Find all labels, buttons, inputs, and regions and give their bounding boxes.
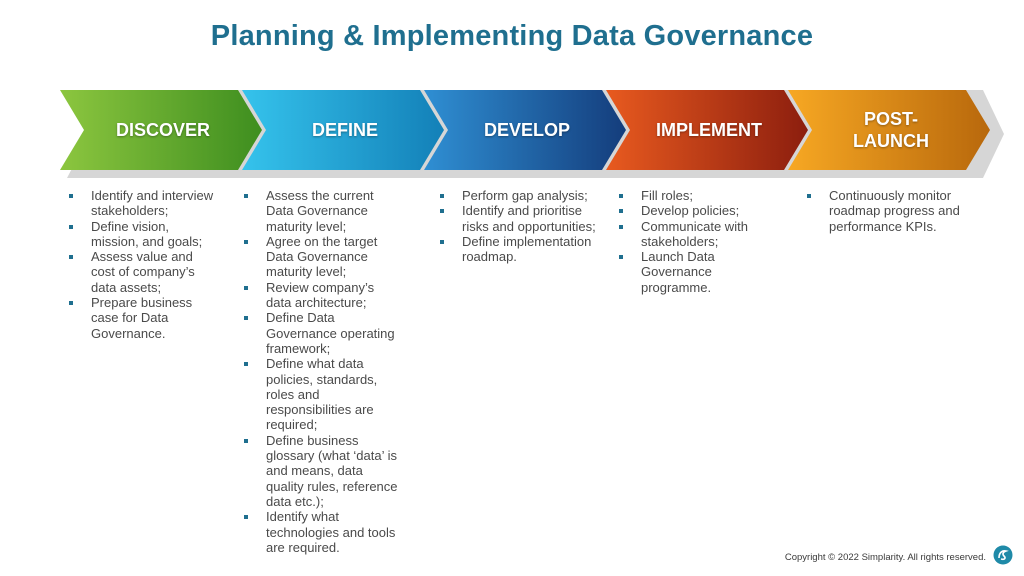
list-item: Communicate with stakeholders; xyxy=(616,219,778,250)
list-item: Perform gap analysis; xyxy=(437,188,601,203)
list-item: Continuously monitor roadmap progress an… xyxy=(804,188,974,234)
stage-label-post-launch: POST-LAUNCH xyxy=(812,90,970,170)
list-item: Identify what technologies and tools are… xyxy=(241,509,403,555)
chevron-define xyxy=(242,90,444,170)
list-item: Define vision, mission, and goals; xyxy=(66,219,216,250)
stage-label-define: DEFINE xyxy=(311,120,378,140)
list-item: Review company’s data architecture; xyxy=(241,280,403,311)
post-launch-text: POST-LAUNCH xyxy=(853,109,929,151)
list-item: Identify and interview stakeholders; xyxy=(66,188,216,219)
chevron-develop xyxy=(424,90,626,170)
discover-list: Identify and interview stakeholders;Defi… xyxy=(66,188,216,341)
define-list: Assess the current Data Governance matur… xyxy=(241,188,403,555)
list-item: Assess value and cost of company’s data … xyxy=(66,249,216,295)
list-item: Assess the current Data Governance matur… xyxy=(241,188,403,234)
stage-label-discover: DISCOVER xyxy=(115,120,211,140)
chevron-shapes xyxy=(60,90,1004,178)
list-item: Agree on the target Data Governance matu… xyxy=(241,234,403,280)
list-item: Launch Data Governance programme. xyxy=(616,249,778,295)
copyright-text: Copyright © 2022 Simplarity. All rights … xyxy=(784,552,986,563)
process-chevrons xyxy=(0,82,1024,180)
list-item: Define business glossary (what ‘data’ is… xyxy=(241,433,403,509)
chevron-discover xyxy=(60,90,262,170)
chevron-post-launch xyxy=(788,90,990,170)
develop-list: Perform gap analysis;Identify and priori… xyxy=(437,188,601,264)
list-item: Develop policies; xyxy=(616,203,778,218)
stage-label-develop: DEVELOP xyxy=(483,120,571,140)
simplarity-logo-icon xyxy=(993,545,1013,565)
stage-label-implement: IMPLEMENT xyxy=(656,120,762,140)
list-item: Define what data policies, standards, ro… xyxy=(241,356,403,432)
list-item: Fill roles; xyxy=(616,188,778,203)
post-launch-list: Continuously monitor roadmap progress an… xyxy=(804,188,974,234)
page-title: Planning & Implementing Data Governance xyxy=(210,20,814,52)
list-item: Identify and prioritise risks and opport… xyxy=(437,203,601,234)
list-item: Prepare business case for Data Governanc… xyxy=(66,295,216,341)
implement-list: Fill roles;Develop policies;Communicate … xyxy=(616,188,778,295)
chevron-implement xyxy=(606,90,808,170)
list-item: Define Data Governance operating framewo… xyxy=(241,310,403,356)
list-item: Define implementation roadmap. xyxy=(437,234,601,265)
